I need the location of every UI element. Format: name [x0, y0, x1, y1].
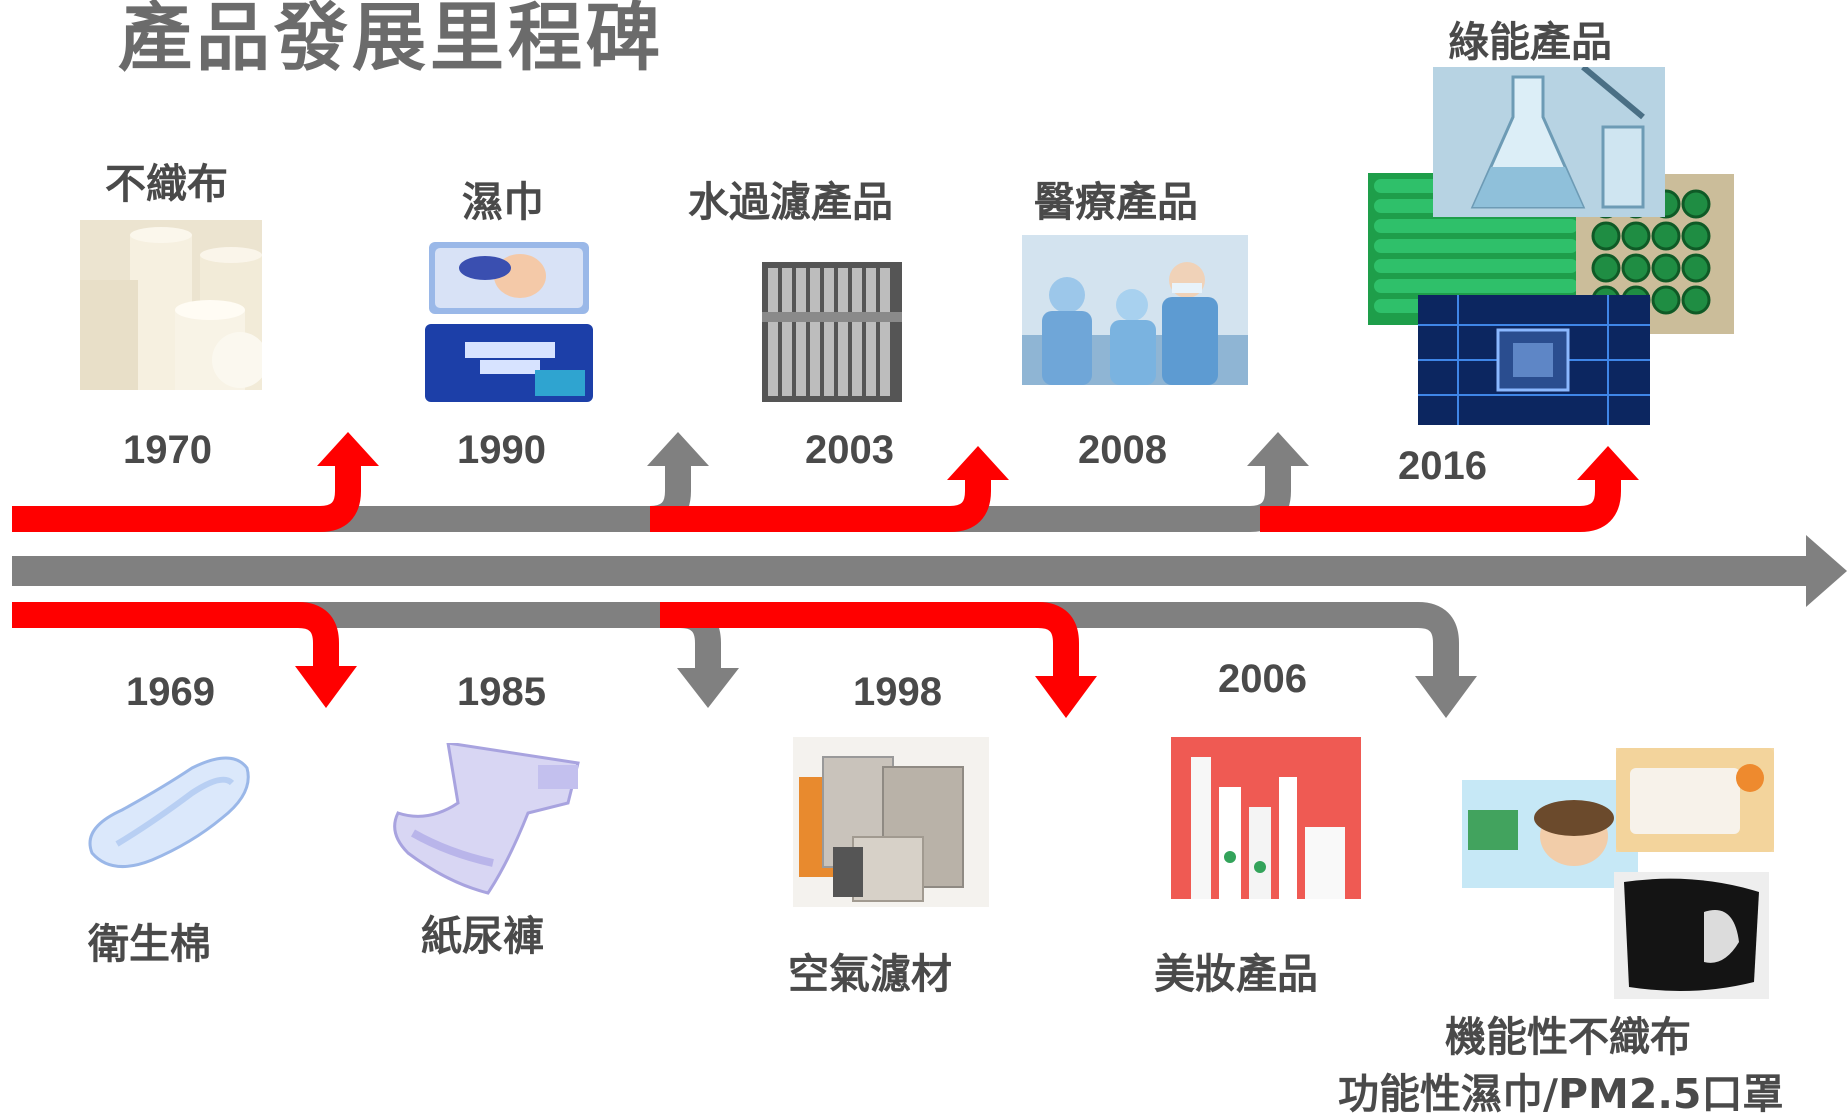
- pm25-mask-image: [1614, 872, 1769, 999]
- label-water-filtration: 水過濾產品: [688, 178, 893, 226]
- year-1990: 1990: [457, 428, 546, 472]
- year-1970: 1970: [123, 428, 212, 472]
- sanitary-pad-image: [82, 748, 254, 876]
- bottom-flow-red-1969: [12, 602, 339, 670]
- label-green-energy: 綠能產品: [1448, 18, 1612, 66]
- arrowhead-1990: [647, 432, 709, 466]
- arrowhead-1970: [317, 432, 379, 466]
- diaper-image: [388, 743, 586, 895]
- label-air-filter: 空氣濾材: [788, 950, 952, 998]
- top-flow-red-1970: [12, 462, 361, 532]
- functional-wipes-image: [1462, 780, 1638, 888]
- arrowhead-2006: [1415, 676, 1477, 718]
- label-wet-wipes: 濕巾: [462, 178, 544, 226]
- arrowhead-2016: [1577, 446, 1639, 480]
- arrowhead-1969: [295, 666, 357, 708]
- label-functional-nonwoven: 機能性不織布: [1445, 1013, 1691, 1061]
- year-2016: 2016: [1398, 444, 1487, 488]
- arrowhead-1985: [677, 668, 739, 708]
- arrowhead-1998: [1035, 676, 1097, 718]
- bottom-flow-gray-1985: [280, 602, 721, 672]
- main-timeline-arrow: [12, 535, 1847, 607]
- top-flow-red-2003: [650, 477, 991, 532]
- surgeons-image: [1022, 235, 1248, 385]
- year-2006: 2006: [1218, 657, 1307, 701]
- bottom-flow-gray-2006: [960, 602, 1459, 680]
- circuit-chip-image: [1418, 295, 1650, 425]
- lab-flask-image: [1433, 67, 1665, 217]
- label-cosmetics: 美妝產品: [1154, 950, 1318, 998]
- wipes-pack-image: [1616, 748, 1774, 852]
- top-flow-red-2016: [1260, 477, 1621, 532]
- cosmetics-image: [1171, 737, 1361, 899]
- arrowhead-2008: [1247, 432, 1309, 466]
- water-filter-image: [748, 252, 916, 410]
- arrowhead-2003: [947, 446, 1009, 480]
- year-1969: 1969: [126, 670, 215, 714]
- year-2003: 2003: [805, 428, 894, 472]
- label-medical: 醫療產品: [1034, 178, 1198, 226]
- page-title: 產品發展里程碑: [118, 0, 664, 81]
- bottom-flow-red-1998: [660, 602, 1079, 680]
- label-functional-wipes-mask: 功能性濕巾/PM2.5口罩: [1338, 1070, 1784, 1118]
- label-diaper: 紙尿褲: [421, 912, 544, 960]
- label-sanitary-pad: 衛生棉: [88, 920, 211, 968]
- air-filters-image: [793, 737, 989, 907]
- year-1985: 1985: [457, 670, 546, 714]
- label-nonwoven: 不織布: [105, 160, 228, 208]
- year-1998: 1998: [853, 670, 942, 714]
- year-2008: 2008: [1078, 428, 1167, 472]
- paper-rolls-image: [80, 220, 262, 390]
- wet-wipes-image: [425, 242, 593, 402]
